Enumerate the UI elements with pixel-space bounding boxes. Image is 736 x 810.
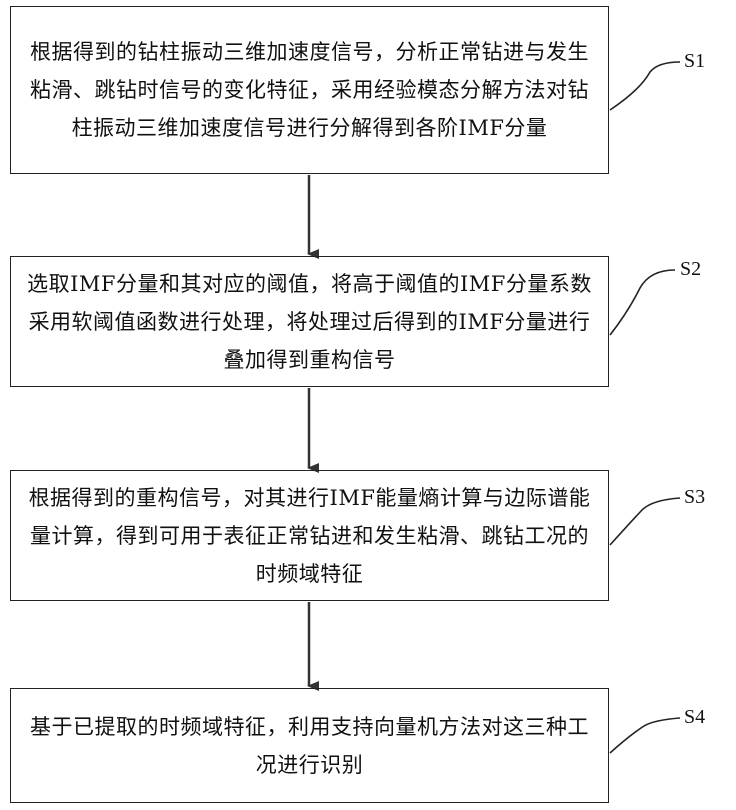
step-label-s1: S1	[684, 50, 705, 73]
step-label-s4: S4	[684, 706, 705, 729]
leader-line-s3	[610, 498, 680, 545]
leader-line-s2	[610, 270, 675, 335]
step-label-s3: S3	[684, 486, 705, 509]
step-box-s4: 基于已提取的时频域特征，利用支持向量机方法对这三种工况进行识别	[10, 688, 609, 803]
step-box-s2: 选取IMF分量和其对应的阈值，将高于阈值的IMF分量系数采用软阈值函数进行处理，…	[10, 256, 609, 387]
step-box-s1: 根据得到的钻柱振动三维加速度信号，分析正常钻进与发生粘滑、跳钻时信号的变化特征，…	[10, 6, 609, 174]
step-text-s1: 根据得到的钻柱振动三维加速度信号，分析正常钻进与发生粘滑、跳钻时信号的变化特征，…	[11, 33, 608, 147]
step-text-s2: 选取IMF分量和其对应的阈值，将高于阈值的IMF分量系数采用软阈值函数进行处理，…	[11, 265, 608, 379]
step-box-s3: 根据得到的重构信号，对其进行IMF能量熵计算与边际谱能量计算，得到可用于表征正常…	[10, 470, 609, 601]
leader-line-s1	[610, 62, 680, 110]
step-text-s4: 基于已提取的时频域特征，利用支持向量机方法对这三种工况进行识别	[11, 708, 608, 784]
step-text-s3: 根据得到的重构信号，对其进行IMF能量熵计算与边际谱能量计算，得到可用于表征正常…	[11, 479, 608, 593]
leader-line-s4	[610, 718, 680, 753]
step-label-s2: S2	[680, 258, 701, 281]
